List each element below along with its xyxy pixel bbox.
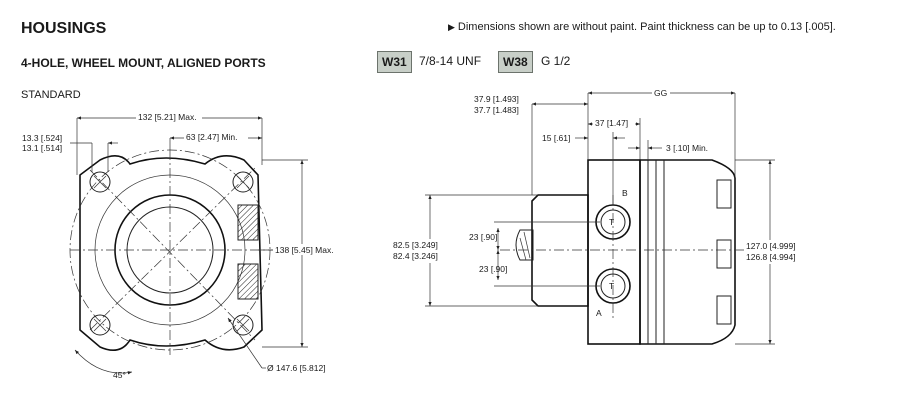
angle-label: 45° <box>113 370 126 380</box>
diagonal-centerline <box>89 167 256 331</box>
pilot-shaft <box>531 194 589 307</box>
port-section <box>237 204 259 241</box>
bolt-hole <box>89 171 111 193</box>
diagonal-centerline <box>89 169 256 341</box>
page-title: HOUSINGS <box>21 20 107 37</box>
rear-bolt <box>716 179 732 209</box>
port-code-badge: W38 <box>498 51 533 73</box>
housing-subtitle: 4-HOLE, WHEEL MOUNT, ALIGNED PORTS <box>21 56 266 70</box>
height-label: 138 [5.45] Max. <box>275 245 334 255</box>
flange-thickness-label: 15 [.61] <box>542 133 570 143</box>
shaft-key <box>515 229 534 261</box>
overall-width-label: 132 [5.21] Max. <box>138 112 197 122</box>
gg-label: GG <box>654 88 667 98</box>
port-offset-top: 23 [.90] <box>469 232 497 242</box>
port-section <box>237 263 259 300</box>
bolt-circle-label: Ø 147.6 [5.812] <box>267 363 326 373</box>
pilot-diameter-lower: 82.4 [3.246] <box>393 251 438 261</box>
hole-dim-upper: 13.3 [.524] <box>22 133 62 143</box>
bolt-hole <box>89 314 111 336</box>
pilot-length-lower: 37.7 [1.483] <box>474 105 519 115</box>
rear-cover <box>639 159 736 345</box>
variant-label: STANDARD <box>21 89 81 101</box>
rear-bolt <box>716 239 732 269</box>
flange-to-port-label: 37 [1.47] <box>595 118 628 128</box>
port-a-label: A <box>596 308 602 318</box>
port-code-badge: W31 <box>377 51 412 73</box>
body-diameter-lower: 126.8 [4.994] <box>746 252 796 262</box>
body-diameter-upper: 127.0 [4.999] <box>746 241 796 251</box>
hole-dim-lower: 13.1 [.514] <box>22 143 62 153</box>
pilot-length-upper: 37.9 [1.493] <box>474 94 519 104</box>
paint-note-text: Dimensions shown are without paint. Pain… <box>457 21 836 33</box>
gap-label: 3 [.10] Min. <box>666 143 708 153</box>
port-a-mark: T <box>609 281 614 291</box>
front-view: 132 [5.21] Max. 63 [2.47] Min. 13.3 [.52… <box>22 112 343 380</box>
port-offset-bottom: 23 [.90] <box>479 264 507 274</box>
paint-note: ▶Dimensions shown are without paint. Pai… <box>448 21 836 33</box>
side-view: T T B A 37.9 [1.493] 37.7 [1.483] GG 37 … <box>392 87 806 345</box>
bolt-hole <box>232 171 254 193</box>
port-b-mark: T <box>609 217 614 227</box>
port-thread-label: 7/8-14 UNF <box>419 54 482 68</box>
triangle-bullet-icon: ▶ <box>448 22 455 32</box>
port-b-label: B <box>622 188 628 198</box>
rear-bolt <box>716 295 732 325</box>
port-thread-label: G 1/2 <box>541 54 571 68</box>
half-width-label: 63 [2.47] Min. <box>186 132 238 142</box>
flange-outline <box>79 155 263 352</box>
pilot-diameter-upper: 82.5 [3.249] <box>393 240 438 250</box>
